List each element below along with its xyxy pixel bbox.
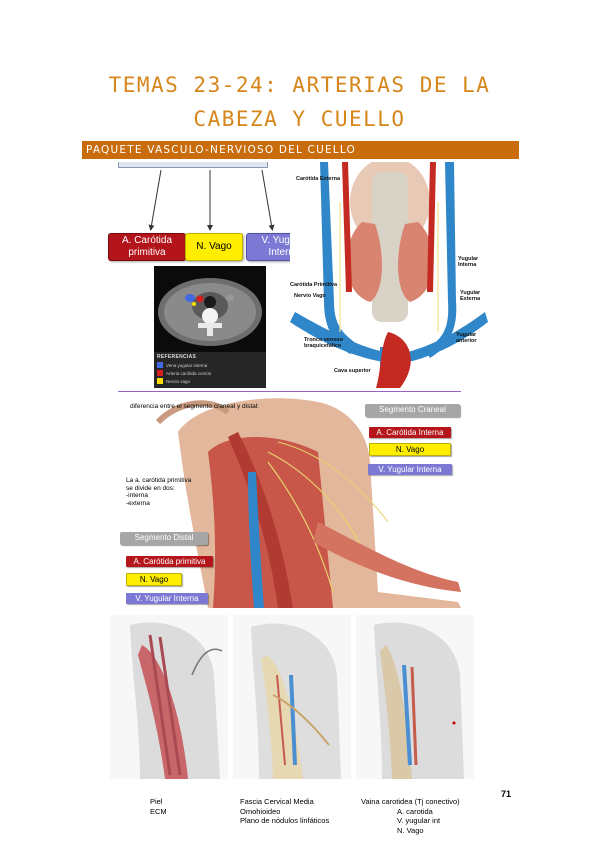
- diagram-header-box: [118, 162, 268, 168]
- carotid-note-line: se divide en dos:: [126, 484, 175, 492]
- ct-legend-text: Arteria carótida común: [166, 370, 212, 376]
- label-segmento-distal: Segmento Distal: [120, 532, 208, 545]
- ct-legend: REFERENCIAS Vena yugular interna Arteria…: [154, 352, 266, 388]
- carotid-note-line: -interna: [126, 492, 149, 499]
- caption-line: Vaina carotidea (Tj conectivo): [361, 797, 460, 806]
- dissection-panel-superficial: [110, 615, 228, 779]
- carotid-note: La a. carótida primitiva se divide en do…: [126, 477, 191, 507]
- caption-line: Piel: [150, 797, 163, 806]
- carotid-note-line: -externa: [126, 499, 150, 507]
- caption-line: A. carotida: [397, 806, 433, 816]
- page-title-line-2: CABEZA Y CUELLO: [193, 107, 406, 131]
- label-nervio-vago: Nervio Vago: [294, 293, 326, 299]
- figure-vascular-bundle: A. Carótida primitiva N. Vago V. Yugular…: [106, 157, 488, 388]
- ct-legend-item: Nervio vago: [157, 378, 263, 384]
- box-nervio-vago: N. Vago: [185, 233, 243, 261]
- tag-carotida-primitiva: A. Carótida primitiva: [126, 556, 213, 567]
- tag-vago-craneal: N. Vago: [369, 443, 451, 456]
- caption-panel-3: Vaina carotidea (Tj conectivo) A. caroti…: [361, 797, 460, 835]
- caption-panel-2: Fascia Cervical Media Omohioideo Plano d…: [240, 797, 329, 826]
- ct-legend-item: Vena yugular interna: [157, 362, 263, 368]
- label-cava-superior: Cava superior: [334, 368, 371, 374]
- label-carotida-externa: Carótida Externa: [296, 176, 341, 182]
- box-carotida-primitiva: A. Carótida primitiva: [108, 233, 186, 261]
- neck-vessels-illustration: Carótida Externa Carótida Primitiva Nerv…: [290, 157, 488, 388]
- label-yugular-externa: Yugular Externa: [460, 290, 481, 302]
- caption-line: Fascia Cervical Media: [240, 797, 314, 806]
- page-title-line-1: TEMAS 23-24: ARTERIAS DE LA: [108, 73, 491, 97]
- tag-vago-distal: N. Vago: [126, 573, 182, 586]
- ct-legend-heading: REFERENCIAS: [157, 354, 197, 360]
- diagram-arrows: [148, 169, 275, 231]
- segment-heading: diferencia entre el segmento craneal y d…: [130, 403, 259, 410]
- caption-panel-1: Piel ECM: [150, 797, 167, 816]
- tag-yugular-craneal: V. Yugular Interna: [368, 464, 452, 475]
- caption-line: Omohioideo: [240, 806, 281, 816]
- label-tronco-venoso: Tronco venoso braquicefálico: [304, 337, 344, 349]
- dissection-panel-deep: [356, 615, 474, 779]
- caption-line: V. yugular int: [397, 816, 441, 825]
- label-yugular-interna: Yugular Interna: [458, 256, 479, 268]
- label-segmento-craneal: Segmento Craneal: [365, 404, 460, 417]
- page-title: TEMAS 23-24: ARTERIAS DE LA CABEZA Y CUE…: [0, 68, 599, 136]
- caption-line: ECM: [150, 806, 167, 816]
- page-number: 71: [501, 789, 512, 799]
- caption-line: Plano de nódulos linfáticos: [240, 816, 330, 825]
- ct-legend-text: Nervio vago: [166, 378, 191, 384]
- figure-neck-segments: diferencia entre el segmento craneal y d…: [118, 391, 461, 608]
- label-carotida-primitiva: Carótida Primitiva: [290, 282, 338, 288]
- tag-yugular-distal: V. Yugular Interna: [126, 593, 208, 604]
- tag-carotida-interna: A. Carótida Interna: [369, 427, 451, 438]
- neck-dissection-illustration: [155, 398, 461, 608]
- dissection-panel-middle: [233, 615, 351, 779]
- ct-scan-image: [154, 266, 266, 354]
- ct-legend-item: Arteria carótida común: [157, 370, 263, 376]
- caption-line: N. Vago: [397, 825, 424, 835]
- ct-legend-text: Vena yugular interna: [166, 362, 208, 368]
- label-yugular-anterior: Yugular anterior: [456, 332, 477, 344]
- carotid-note-line: La a. carótida primitiva: [126, 477, 192, 484]
- section-heading: PAQUETE VASCULO-NERVIOSO DEL CUELLO: [82, 141, 519, 159]
